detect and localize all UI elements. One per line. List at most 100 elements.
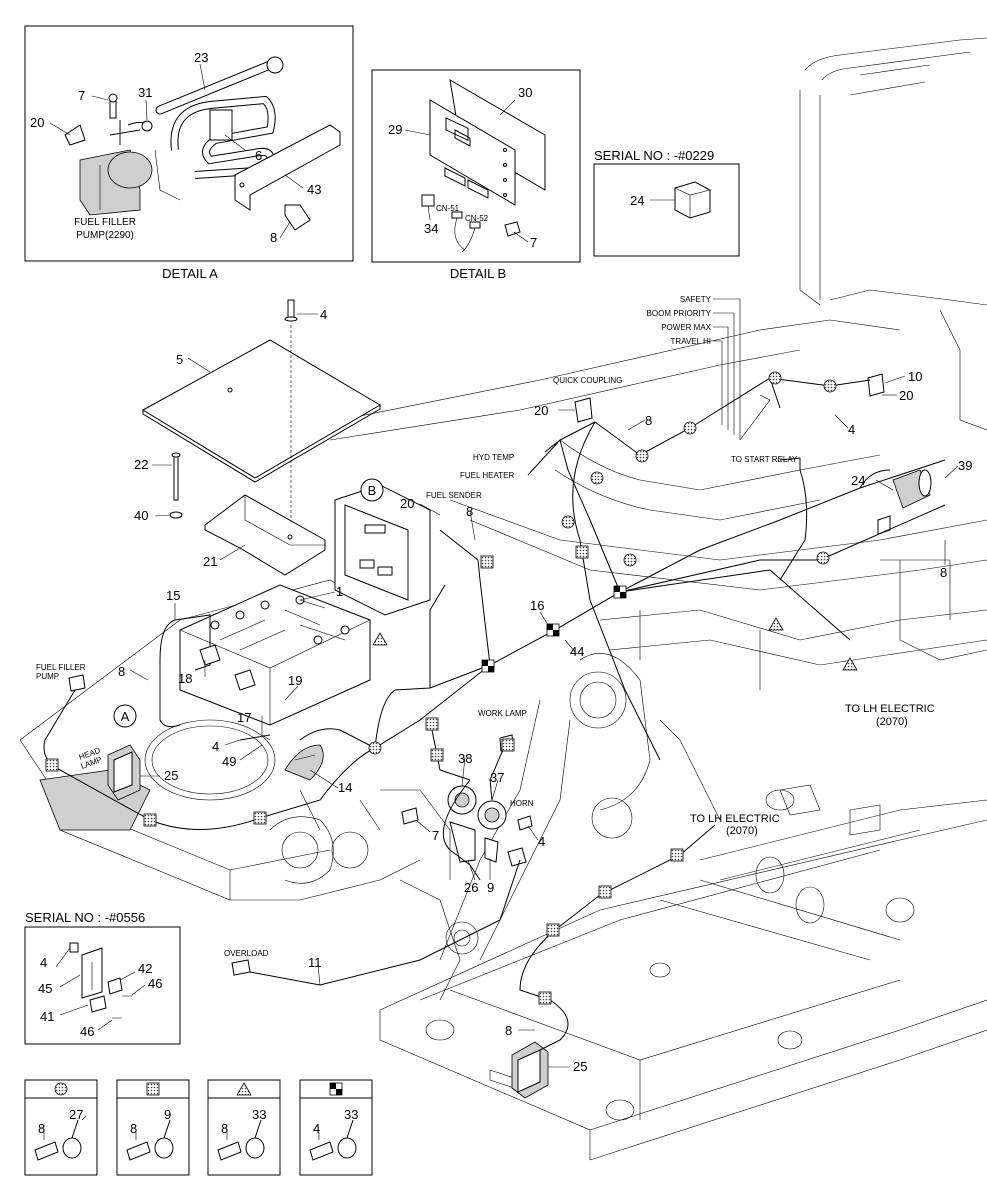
callout-16: 16 [530, 598, 544, 613]
callout-17: 17 [237, 710, 251, 725]
serial-0556-callout: 41 [40, 1009, 54, 1024]
detail-b-frame [371, 69, 581, 263]
detail-b-callout: 30 [518, 85, 532, 100]
serial-0556-callout: 45 [38, 981, 52, 996]
work-lamp-label: WORK LAMP [478, 709, 527, 718]
callout-8: 8 [505, 1023, 512, 1038]
wire-labels: QUICK COUPLING HYD TEMP FUEL HEATER FUEL… [36, 376, 935, 958]
battery-icon [179, 584, 371, 726]
to-lh-electric-label: TO LH ELECTRIC [690, 813, 780, 825]
legend-item-triangle: 8 33 [207, 1079, 281, 1176]
legend-item-circle: 8 27 [24, 1079, 98, 1176]
legend-item-square: 8 9 [116, 1079, 190, 1176]
callout-40: 40 [134, 508, 148, 523]
serial-0556-callout: 46 [148, 976, 162, 991]
callout-10: 10 [908, 369, 922, 384]
serial-0556-callout: 46 [80, 1024, 94, 1039]
callout-5: 5 [176, 352, 183, 367]
main-callouts: 4 5 22 40 21 15 1 8 18 19 17 4 49 25 14 … [118, 307, 972, 1074]
hyd-temp-label: HYD TEMP [473, 453, 514, 462]
callout-22: 22 [134, 457, 148, 472]
callout-25: 25 [573, 1059, 587, 1074]
detail-b: 30 29 34 7 CN-51 CN-52 DETAIL B [371, 69, 581, 281]
serial-0556-box: SERIAL NO : -#0556 4 45 42 46 41 46 [24, 910, 181, 1045]
switch-label: SAFETY [680, 295, 712, 304]
to-lh-electric-label: (2070) [726, 825, 758, 837]
detail-a: 23 7 31 20 6 43 8 FUEL FILLER PUMP(2290)… [24, 25, 354, 281]
legend-part: 8 [38, 1121, 45, 1136]
relay-icon [674, 181, 711, 219]
callout-15: 15 [166, 588, 180, 603]
callout-20: 20 [899, 388, 913, 403]
detail-a-callout: 6 [255, 148, 262, 163]
legend-item-checker: 4 33 [299, 1079, 373, 1176]
callout-1: 1 [336, 584, 343, 599]
switch-label: POWER MAX [661, 323, 711, 332]
switch-labels: SAFETY BOOM PRIORITY POWER MAX TRAVEL HI [647, 295, 771, 441]
callout-8: 8 [466, 504, 473, 519]
fuel-filler-pump-wire-label: FUEL FILLER [36, 663, 86, 672]
legend-part: 33 [252, 1107, 266, 1122]
callout-21: 21 [203, 554, 217, 569]
legend-part: 33 [344, 1107, 358, 1122]
callout-8: 8 [118, 664, 125, 679]
switch-label: TRAVEL HI [671, 337, 711, 346]
work-lamp-icon [284, 744, 324, 781]
callout-20: 20 [534, 403, 548, 418]
detail-b-caption: DETAIL B [450, 266, 506, 281]
detail-b-callout: 7 [530, 235, 537, 250]
callout-4: 4 [212, 739, 219, 754]
machine-frame [19, 37, 987, 1161]
callout-4: 4 [320, 307, 327, 322]
to-lh-electric-label: (2070) [876, 716, 908, 728]
detail-a-callout: 23 [194, 50, 208, 65]
fuel-filler-pump-wire-label: PUMP [36, 672, 59, 681]
callout-19: 19 [288, 673, 302, 688]
legend-part: 4 [313, 1121, 320, 1136]
detail-marker-label: A [121, 709, 130, 724]
detail-marker-label: B [368, 483, 377, 498]
detail-a-callout: 20 [30, 115, 44, 130]
legend-part: 8 [130, 1121, 137, 1136]
callout-8: 8 [940, 565, 947, 580]
to-start-relay-label: TO START RELAY [731, 455, 798, 464]
serial-0556-title: SERIAL NO : -#0556 [25, 910, 145, 925]
fuel-heater-label: FUEL HEATER [460, 471, 514, 480]
detail-a-caption: DETAIL A [162, 266, 218, 281]
fuel-sender-label: FUEL SENDER [426, 491, 482, 500]
callout-14: 14 [338, 780, 352, 795]
detail-a-callout: 43 [307, 182, 321, 197]
callout-20: 20 [400, 496, 414, 511]
serial-0556-callout: 42 [138, 961, 152, 976]
detail-a-callout: 31 [138, 85, 152, 100]
callout-11: 11 [308, 955, 322, 970]
legend: 8 27 8 9 8 33 [24, 1079, 373, 1176]
horn-label: HORN [510, 799, 534, 808]
fuel-filler-pump-label: FUEL FILLER [74, 217, 136, 228]
switch-label: BOOM PRIORITY [647, 309, 712, 318]
detail-marker-b [360, 478, 384, 502]
detail-a-callout: 7 [78, 88, 85, 103]
callout-38: 38 [458, 751, 472, 766]
callout-8: 8 [645, 413, 652, 428]
callout-7: 7 [432, 828, 439, 843]
callout-4: 4 [848, 422, 855, 437]
detail-b-callout: 29 [388, 122, 402, 137]
detail-a-frame [24, 25, 354, 262]
serial-0229-callout: 24 [630, 193, 644, 208]
serial-0229-box: SERIAL NO : -#0229 24 [593, 148, 740, 257]
legend-part: 27 [69, 1107, 83, 1122]
callout-18: 18 [178, 671, 192, 686]
callout-24: 24 [851, 473, 865, 488]
fuel-filler-pump-label: PUMP(2290) [76, 230, 134, 241]
callout-44: 44 [570, 644, 584, 659]
legend-part: 9 [164, 1107, 171, 1122]
quick-coupling-label: QUICK COUPLING [553, 376, 622, 385]
callout-9: 9 [487, 880, 494, 895]
serial-0556-callout: 4 [40, 955, 47, 970]
detail-marker-a [113, 704, 137, 728]
connector-label: CN-51 [436, 204, 460, 213]
callout-49: 49 [222, 754, 236, 769]
overload-label: OVERLOAD [224, 949, 269, 958]
